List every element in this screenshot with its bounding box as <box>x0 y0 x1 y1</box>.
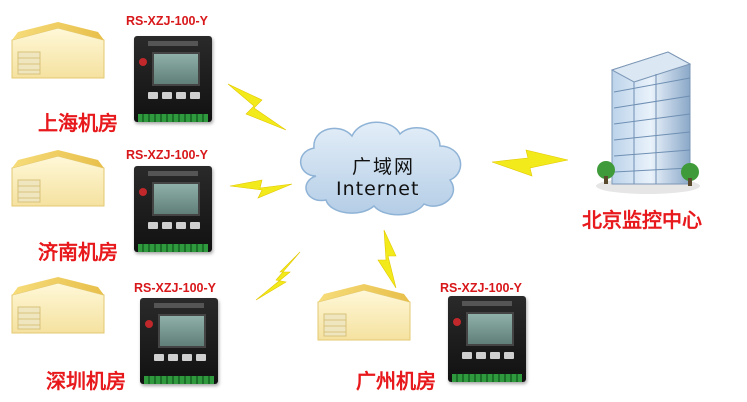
building-shenzhen <box>11 277 105 334</box>
building-guangzhou <box>317 284 411 341</box>
site-label-shanghai: 上海机房 <box>38 111 118 135</box>
lightning-icon <box>255 251 301 301</box>
lightning-icon <box>227 83 287 131</box>
site-label-jinan: 济南机房 <box>38 240 118 264</box>
site-label-guangzhou: 广州机房 <box>356 369 436 393</box>
device-model-label: RS-XZJ-100-Y <box>440 281 522 295</box>
monitoring-device-shenzhen <box>140 298 218 384</box>
office-tower-icon <box>596 51 700 194</box>
cloud-label-wan: 广域网 <box>352 156 416 178</box>
device-model-label: RS-XZJ-100-Y <box>126 14 208 28</box>
monitoring-device-guangzhou <box>448 296 526 382</box>
lightning-icon <box>377 229 397 289</box>
monitoring-device-shanghai <box>134 36 212 122</box>
cloud-icon <box>300 121 462 216</box>
lightning-icon <box>491 149 569 177</box>
device-model-label: RS-XZJ-100-Y <box>126 148 208 162</box>
building-jinan <box>11 150 105 207</box>
monitoring-center-label: 北京监控中心 <box>582 208 702 232</box>
building-shanghai <box>11 22 105 79</box>
cloud-label-internet: Internet <box>336 178 420 200</box>
monitoring-device-jinan <box>134 166 212 252</box>
site-label-shenzhen: 深圳机房 <box>46 369 126 393</box>
lightning-icons <box>227 83 569 301</box>
lightning-icon <box>229 179 293 199</box>
device-model-label: RS-XZJ-100-Y <box>134 281 216 295</box>
